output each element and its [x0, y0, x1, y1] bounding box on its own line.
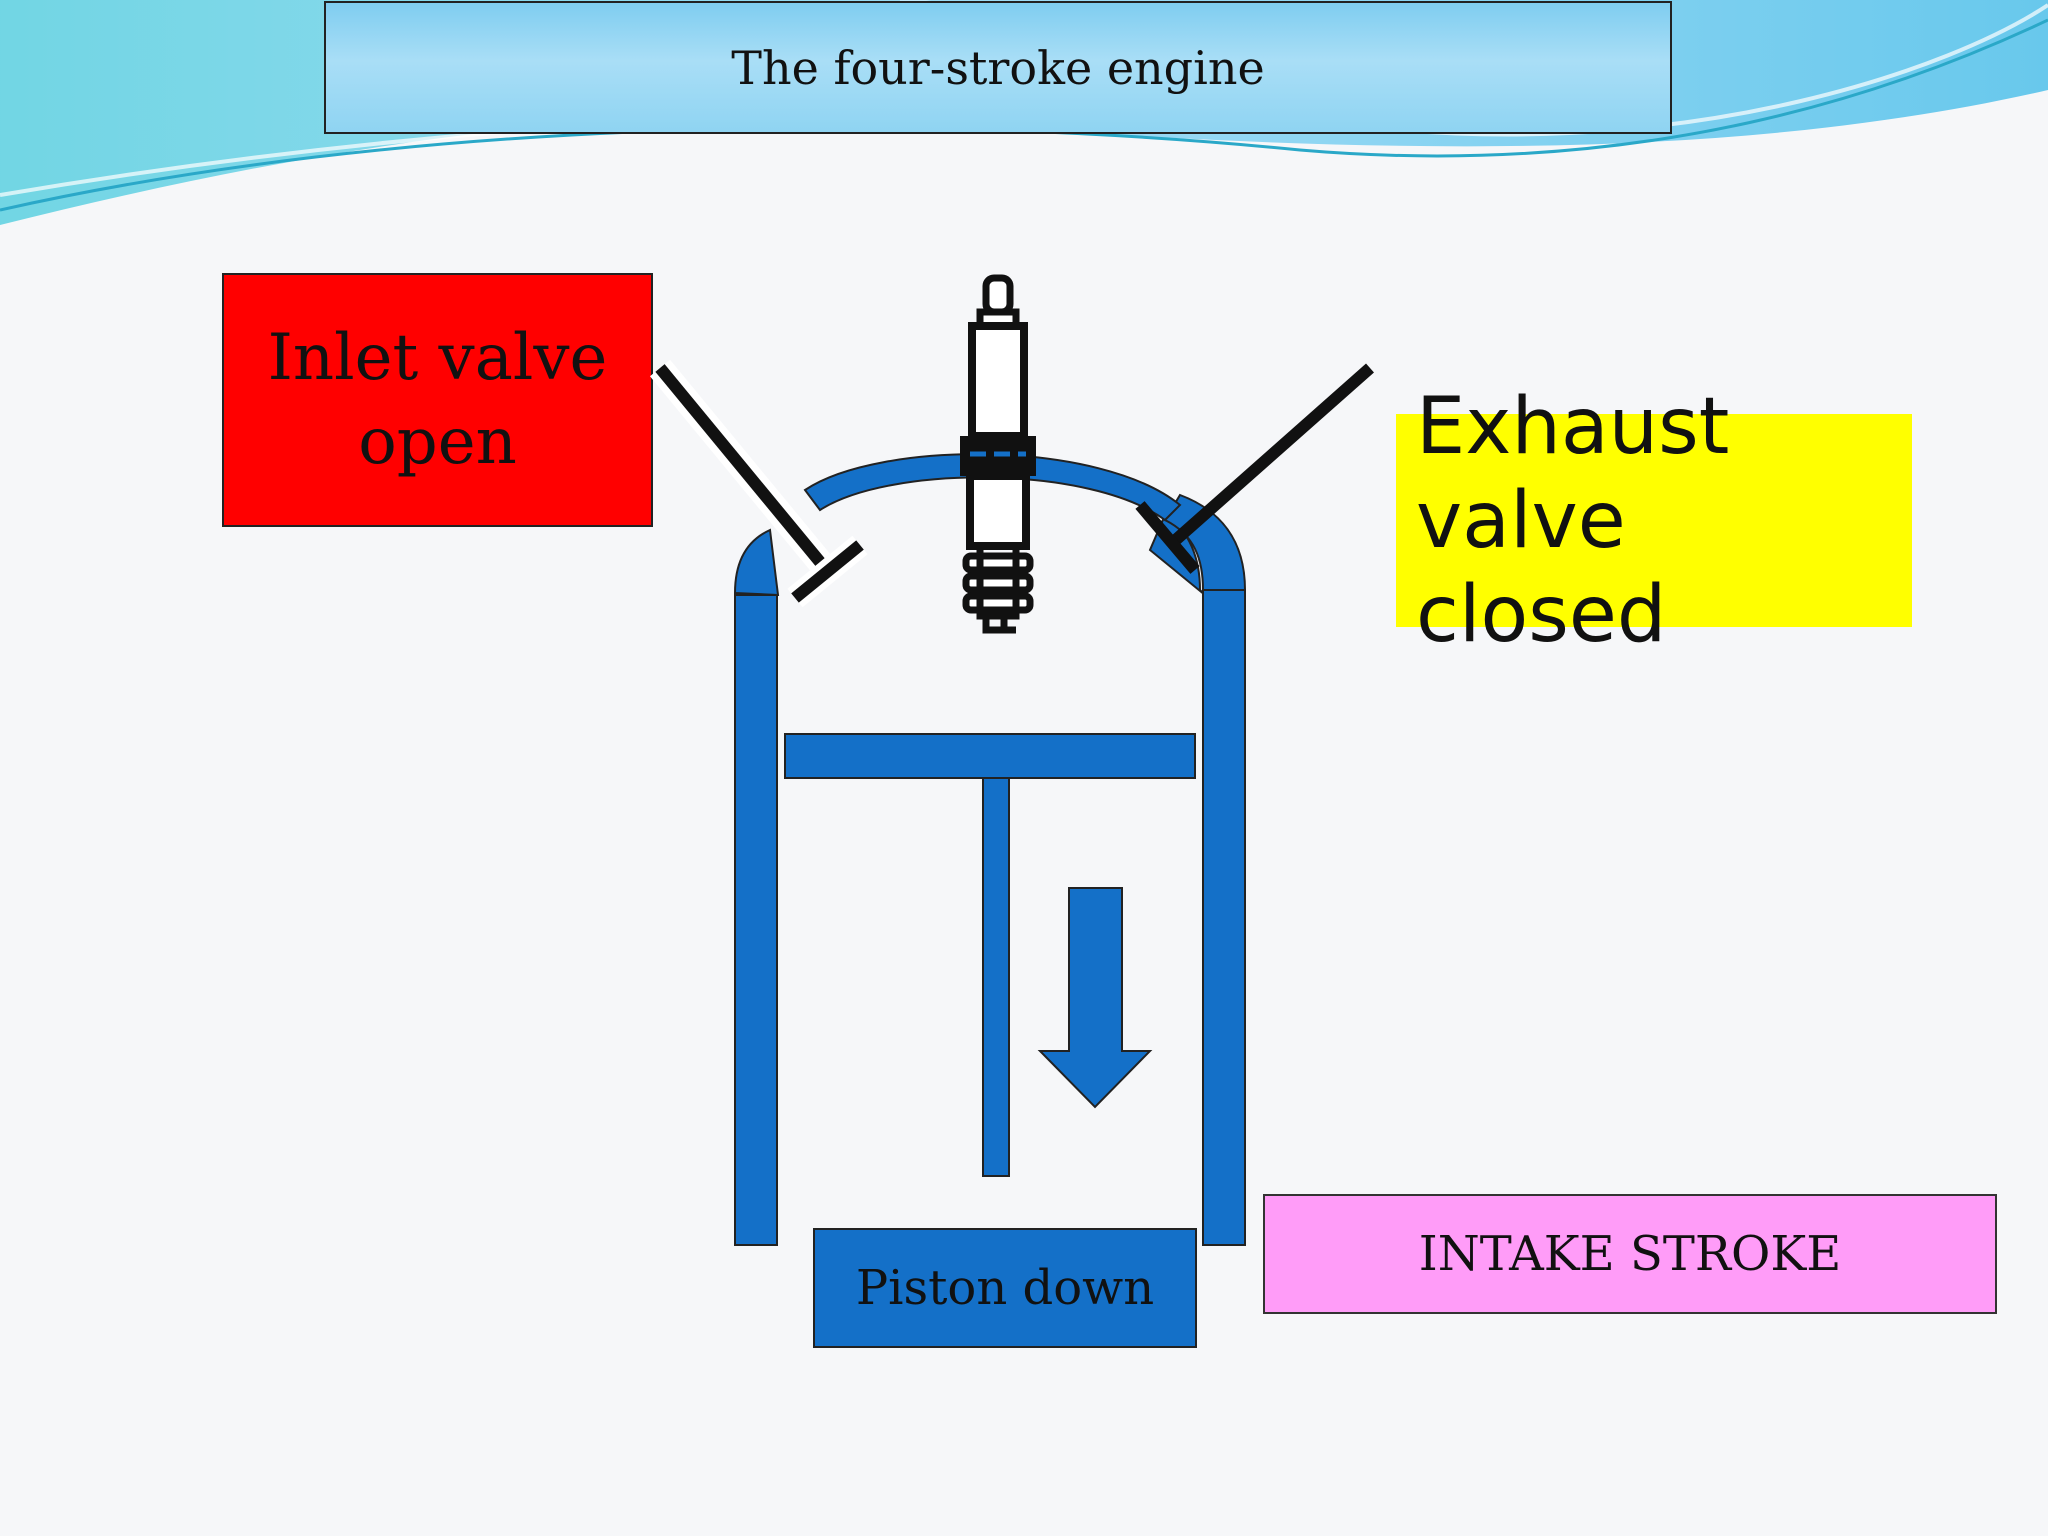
page-title: The four-stroke engine [731, 40, 1265, 95]
piston-down-label-box: Piston down [813, 1228, 1197, 1348]
spark-plug-icon [960, 274, 1036, 634]
inlet-valve-label-box: Inlet valve open [222, 273, 653, 527]
stroke-name-box: INTAKE STROKE [1263, 1194, 1997, 1314]
exhaust-valve [1135, 363, 1374, 574]
piston-down-label: Piston down [855, 1260, 1155, 1316]
exhaust-valve-label-box: Exhaust valve closed [1396, 382, 1912, 660]
cylinder-left-wall [733, 528, 780, 1246]
cylinder-head [803, 453, 1182, 522]
title-banner: The four-stroke engine [324, 1, 1672, 134]
down-arrow-icon [1037, 887, 1153, 1109]
inlet-valve-label: Inlet valve open [267, 321, 608, 479]
cylinder-right-wall [1148, 493, 1247, 1246]
inlet-valve [649, 359, 868, 608]
exhaust-valve-label: Exhaust valve closed [1416, 381, 1730, 660]
stroke-name-label: INTAKE STROKE [1418, 1226, 1842, 1282]
piston [784, 733, 1196, 1177]
